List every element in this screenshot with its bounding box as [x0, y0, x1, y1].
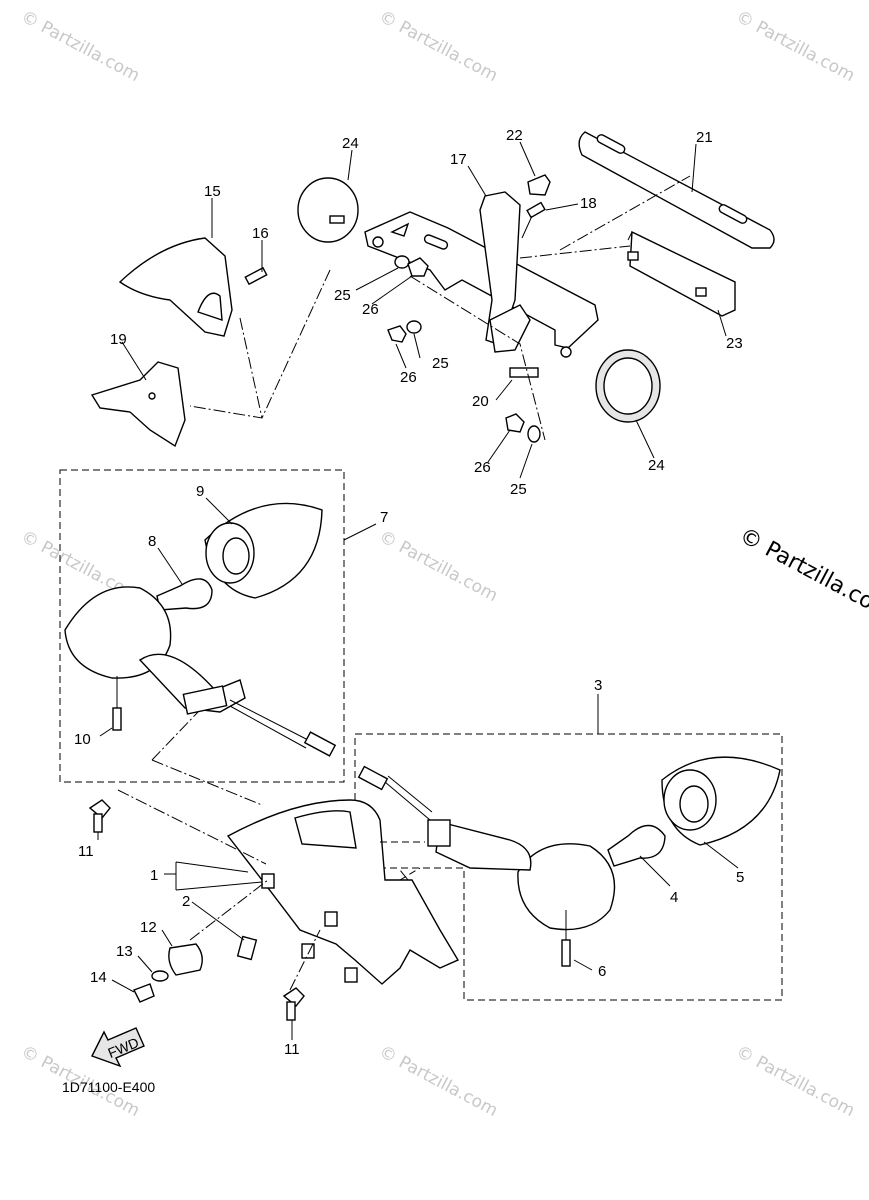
connector-left — [303, 731, 337, 757]
leader-lines — [97, 141, 739, 1040]
main-bracket — [364, 211, 599, 349]
housing-clip-a — [261, 873, 275, 889]
callout-26-a: 26 — [362, 301, 379, 318]
callout-25-c: 25 — [510, 481, 527, 498]
callout-16: 16 — [252, 225, 269, 242]
bulb-2 — [236, 935, 258, 961]
callout-2: 2 — [182, 893, 190, 910]
bulb-4 — [607, 824, 666, 867]
main-bracket-slot — [423, 234, 449, 250]
bracket-19 — [90, 361, 186, 448]
callout-20: 20 — [472, 393, 489, 410]
reflector-23-stud-a — [627, 251, 639, 261]
callout-24-left: 24 — [342, 135, 359, 152]
callout-21: 21 — [696, 129, 713, 146]
callout-17: 17 — [450, 151, 467, 168]
watermark-top-center: © Partzilla.com — [376, 7, 501, 86]
signal-body-right — [517, 843, 616, 931]
watermark-mid-center: © Partzilla.com — [376, 527, 501, 606]
housing-clip-b — [324, 911, 338, 927]
license-light-housing — [226, 799, 460, 985]
reflector-23 — [629, 230, 736, 317]
callout-18: 18 — [580, 195, 597, 212]
callout-26-c: 26 — [474, 459, 491, 476]
callout-19: 19 — [110, 331, 127, 348]
bolt-22 — [527, 174, 551, 196]
callout-11-lower: 11 — [284, 1041, 300, 1058]
callout-23: 23 — [726, 335, 743, 352]
signal-body-left — [64, 586, 172, 679]
connector-right — [357, 765, 389, 791]
fwd-arrow-icon — [91, 1027, 145, 1068]
callout-22: 22 — [506, 127, 523, 144]
plate-21-slot-a — [596, 134, 626, 154]
washer-13 — [151, 970, 169, 982]
screw-10 — [112, 707, 122, 731]
callout-14: 14 — [90, 969, 107, 986]
callout-12: 12 — [140, 919, 157, 936]
washer-25-b — [406, 320, 422, 334]
callout-6: 6 — [598, 963, 606, 980]
screw-16 — [244, 266, 268, 286]
nut-26-a — [407, 257, 429, 277]
plate-21 — [578, 131, 775, 249]
callout-4: 4 — [670, 889, 678, 906]
callout-1: 1 — [150, 867, 158, 884]
reflector-24-left-stud — [329, 215, 345, 224]
reflector-23-stud-b — [695, 287, 707, 297]
callout-5: 5 — [736, 869, 744, 886]
bolt-20 — [509, 367, 539, 378]
watermark-top-left: © Partzilla.com — [18, 7, 143, 86]
diagram-code: 1D71100-E400 — [62, 1079, 155, 1095]
reflector-24-left — [297, 177, 359, 243]
callout-9: 9 — [196, 483, 204, 500]
screw-6 — [561, 939, 571, 967]
signal-stem-right — [435, 821, 532, 871]
bolt-18 — [526, 201, 546, 219]
bulb-8 — [156, 578, 213, 611]
callout-10: 10 — [74, 731, 91, 748]
callout-24-right: 24 — [648, 457, 665, 474]
screw-14 — [133, 983, 155, 1003]
fwd-arrow: FWD — [91, 1027, 145, 1068]
callout-25-b: 25 — [432, 355, 449, 372]
washer-25-a — [394, 255, 410, 269]
callout-11-upper: 11 — [78, 843, 94, 860]
callout-3: 3 — [594, 677, 602, 694]
washer-25-c — [527, 425, 541, 443]
nut-26-b — [387, 325, 407, 343]
callout-13: 13 — [116, 943, 133, 960]
callout-25-a: 25 — [334, 287, 351, 304]
right-turn-signal-group — [354, 733, 783, 1001]
plate-21-slot-b — [718, 204, 748, 224]
bracket-assembly — [90, 131, 775, 448]
watermark-bottom-right: © Partzilla.com — [733, 1042, 858, 1121]
callout-26-b: 26 — [400, 369, 417, 386]
watermark-top-right: © Partzilla.com — [733, 7, 858, 86]
callouts: 1 2 3 4 5 6 7 8 9 10 11 11 12 13 14 15 1… — [74, 127, 744, 1058]
callout-7: 7 — [380, 509, 388, 526]
callout-15: 15 — [204, 183, 221, 200]
grommet-12 — [168, 943, 203, 976]
main-bracket-arm — [489, 304, 531, 353]
left-signal-dashed-box — [59, 469, 345, 783]
left-turn-signal-group — [59, 469, 345, 783]
housing-clip-d — [344, 967, 358, 983]
lower-housing — [88, 711, 460, 1021]
callout-8: 8 — [148, 533, 156, 550]
nut-26-c — [505, 413, 525, 433]
watermark-large: © Partzilla.com — [735, 523, 869, 625]
cover-15 — [118, 237, 233, 337]
watermark-bottom-center: © Partzilla.com — [376, 1042, 501, 1121]
